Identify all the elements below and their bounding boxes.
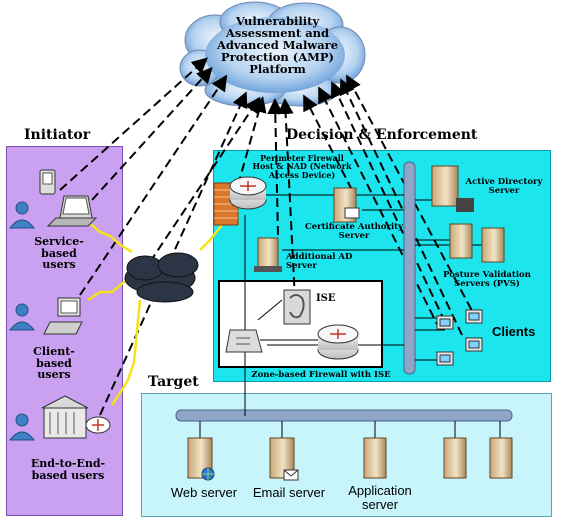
user-icon — [8, 201, 36, 441]
service-users-label: Service-based users — [34, 235, 84, 272]
active-directory-label: Active Directory Server — [465, 177, 543, 196]
web-server-label: Web server — [170, 485, 238, 500]
pvs-label: Posture Validation Servers (PVS) — [443, 270, 531, 289]
target-title: Target — [148, 374, 199, 390]
target-server-icon — [187, 437, 513, 479]
end-to-end-users-label: End-to-End-based users — [30, 457, 106, 482]
client-users-label: Client-based users — [33, 345, 75, 382]
platform-title: Vulnerability Assessment and Advanced Ma… — [216, 14, 339, 77]
globe-icon — [201, 467, 215, 481]
zone-router-icon — [317, 324, 359, 360]
additional-ad-label: Additional AD Server — [286, 252, 353, 271]
ise-label: ISE — [316, 293, 336, 304]
zone-firewall-label: Zone-based Firewall with ISE — [251, 370, 391, 380]
switch-icon — [225, 329, 263, 353]
clients-label: Clients — [492, 324, 536, 339]
active-directory-icon — [431, 165, 474, 212]
perimeter-firewall-label: Perimeter Firewall Host & NAD (Network A… — [252, 153, 352, 180]
ca-server-label: Certificate Authority Server — [304, 222, 404, 241]
application-server-label: Application server — [348, 483, 412, 512]
pvs-server-icon — [449, 223, 505, 263]
initiator-title: Initiator — [24, 127, 91, 143]
pda-icon — [39, 169, 56, 195]
ad-server-icon — [254, 237, 282, 272]
laptop-icon — [46, 195, 98, 227]
router-icon — [229, 176, 267, 210]
email-server-label: Email server — [252, 485, 326, 500]
client-pc-icon — [436, 309, 483, 366]
decision-title: Decision & Enforcement — [286, 127, 478, 143]
ise-appliance-icon — [283, 289, 311, 325]
ca-server-icon — [333, 187, 360, 223]
desktop-icon — [43, 297, 83, 335]
mail-icon — [283, 469, 299, 481]
building-icon — [41, 395, 111, 439]
